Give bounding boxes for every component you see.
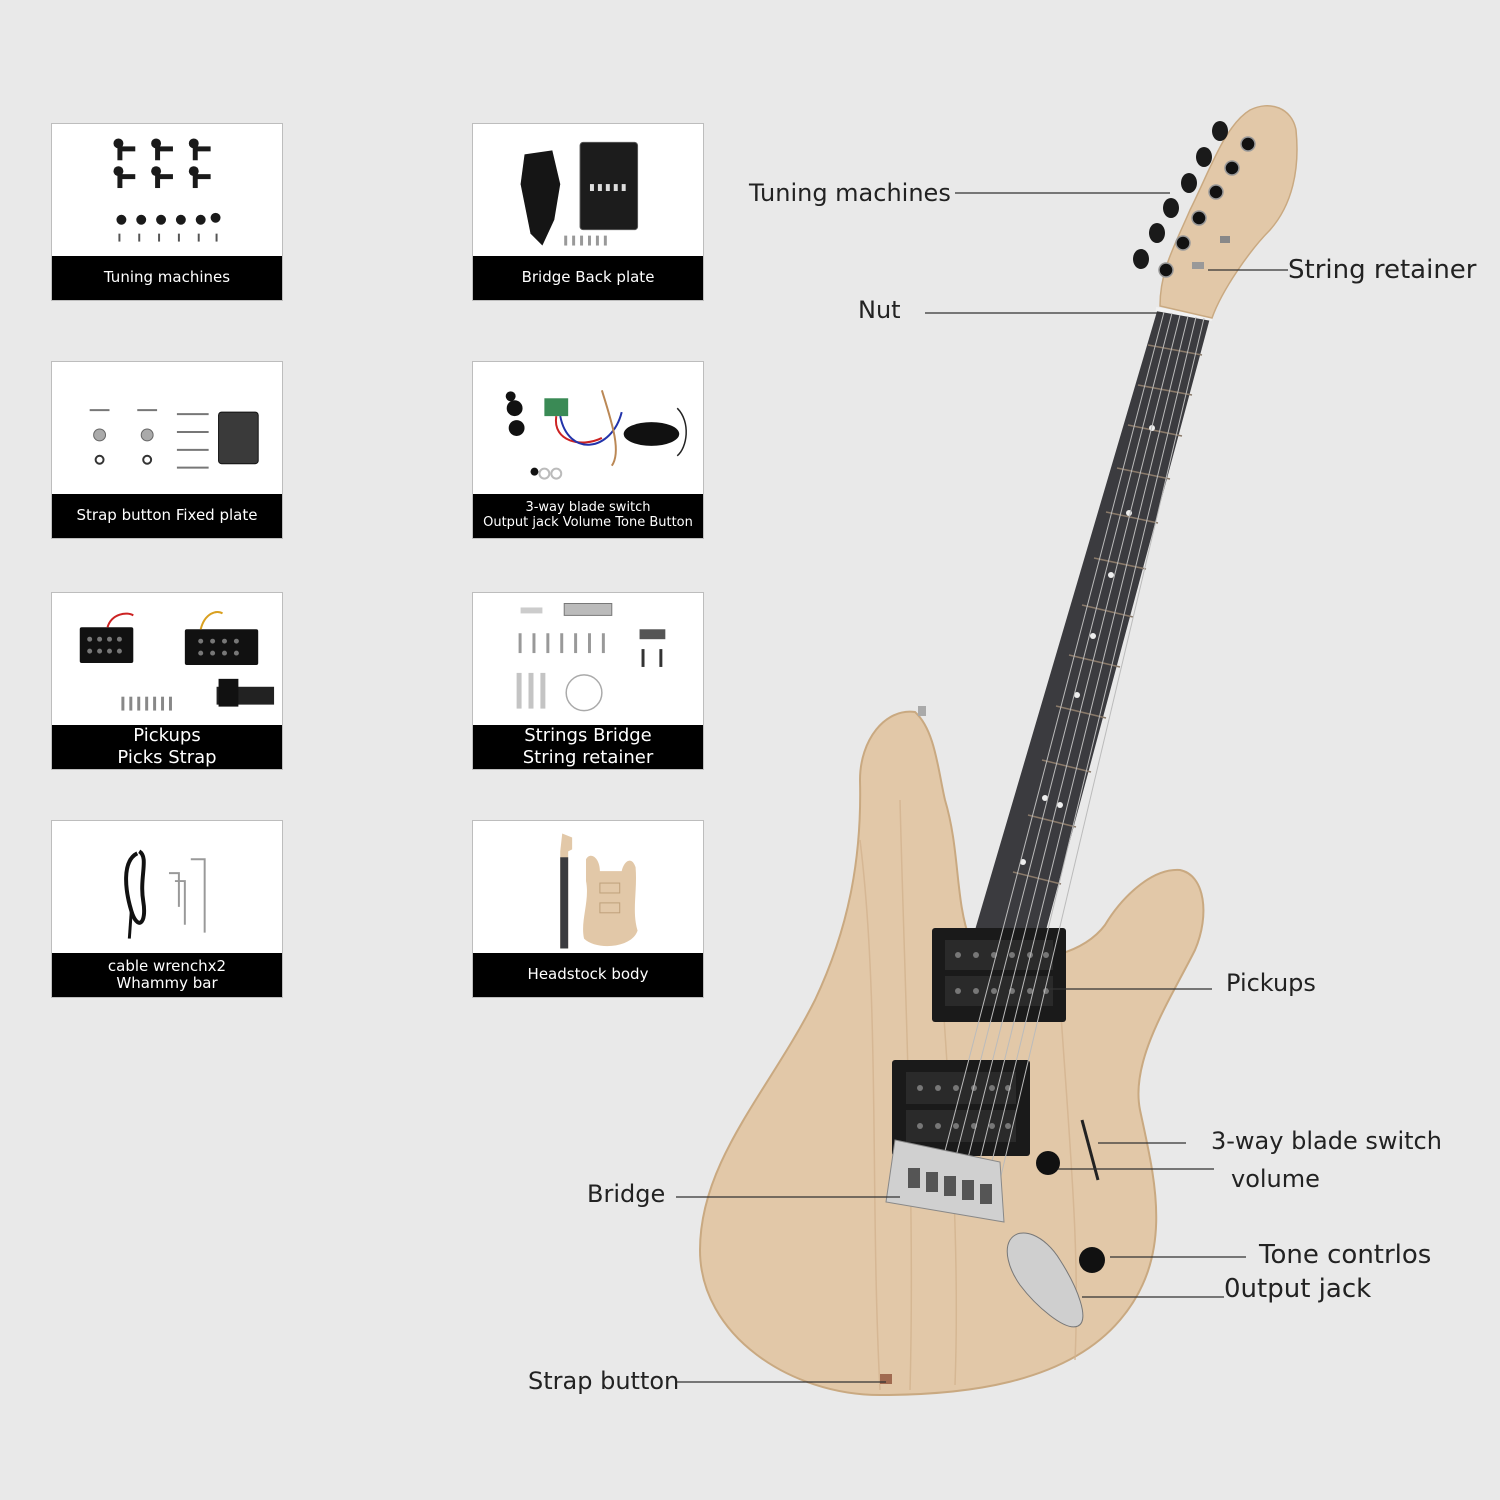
strap-button-fixed-plate-photo [89, 409, 259, 469]
card-caption: cable wrenchx2 Whammy bar [52, 953, 282, 997]
label-nut: Nut [858, 296, 901, 324]
strings-bridge-photo [516, 603, 666, 712]
label-blade-switch: 3-way blade switch [1211, 1127, 1442, 1155]
card-caption: Pickups Picks Strap [52, 725, 282, 769]
card-cable-wrench-whammy: cable wrenchx2 Whammy bar [51, 820, 283, 998]
guitar-string-retainer [1192, 262, 1204, 269]
cable-wrench-photo [124, 849, 206, 939]
guitar-body [698, 710, 1205, 1397]
electronics-photo [505, 390, 687, 480]
label-tone-controls: Tone contrlos [1259, 1240, 1432, 1270]
guitar-headstock [1159, 105, 1298, 319]
card-headstock-body: Headstock body [472, 820, 704, 998]
guitar-nut [1155, 307, 1213, 321]
guitar-blade-switch [1080, 1119, 1100, 1181]
card-caption: 3-way blade switch Output jack Volume To… [473, 494, 703, 538]
guitar-neck-pickup [932, 928, 1066, 1022]
bridge-back-plate-photo [520, 141, 639, 246]
label-output-jack: 0utput jack [1224, 1274, 1372, 1304]
card-tuning-machines: Tuning machines [51, 123, 283, 301]
label-volume: volume [1231, 1165, 1320, 1193]
label-string-retainer: String retainer [1288, 255, 1477, 285]
headstock-body-photo [560, 833, 638, 949]
guitar-bridge [885, 1139, 1005, 1223]
card-caption: Strings Bridge String retainer [473, 725, 703, 769]
guitar-output-jack [1006, 1232, 1084, 1328]
card-caption: Headstock body [473, 953, 703, 997]
pickups-photo [79, 611, 275, 711]
card-bridge-back-plate: Bridge Back plate [472, 123, 704, 301]
guitar-tone-knob [1079, 1247, 1105, 1273]
card-caption: Strap button Fixed plate [52, 494, 282, 538]
label-tuning-machines: Tuning machines [749, 179, 951, 207]
label-strap-button: Strap button [528, 1367, 680, 1395]
card-caption: Tuning machines [52, 256, 282, 300]
card-strap-button-fixed-plate: Strap button Fixed plate [51, 361, 283, 539]
card-pickups-picks-strap: Pickups Picks Strap [51, 592, 283, 770]
card-caption: Bridge Back plate [473, 256, 703, 300]
guitar-volume-knob [1036, 1151, 1060, 1175]
card-strings-bridge-retainer: Strings Bridge String retainer [472, 592, 704, 770]
tuning-machines-photo [113, 138, 221, 242]
label-pickups: Pickups [1226, 969, 1316, 997]
guitar-fretboard [975, 308, 1210, 945]
label-bridge: Bridge [587, 1180, 666, 1208]
card-switch-jack-controls: 3-way blade switch Output jack Volume To… [472, 361, 704, 539]
